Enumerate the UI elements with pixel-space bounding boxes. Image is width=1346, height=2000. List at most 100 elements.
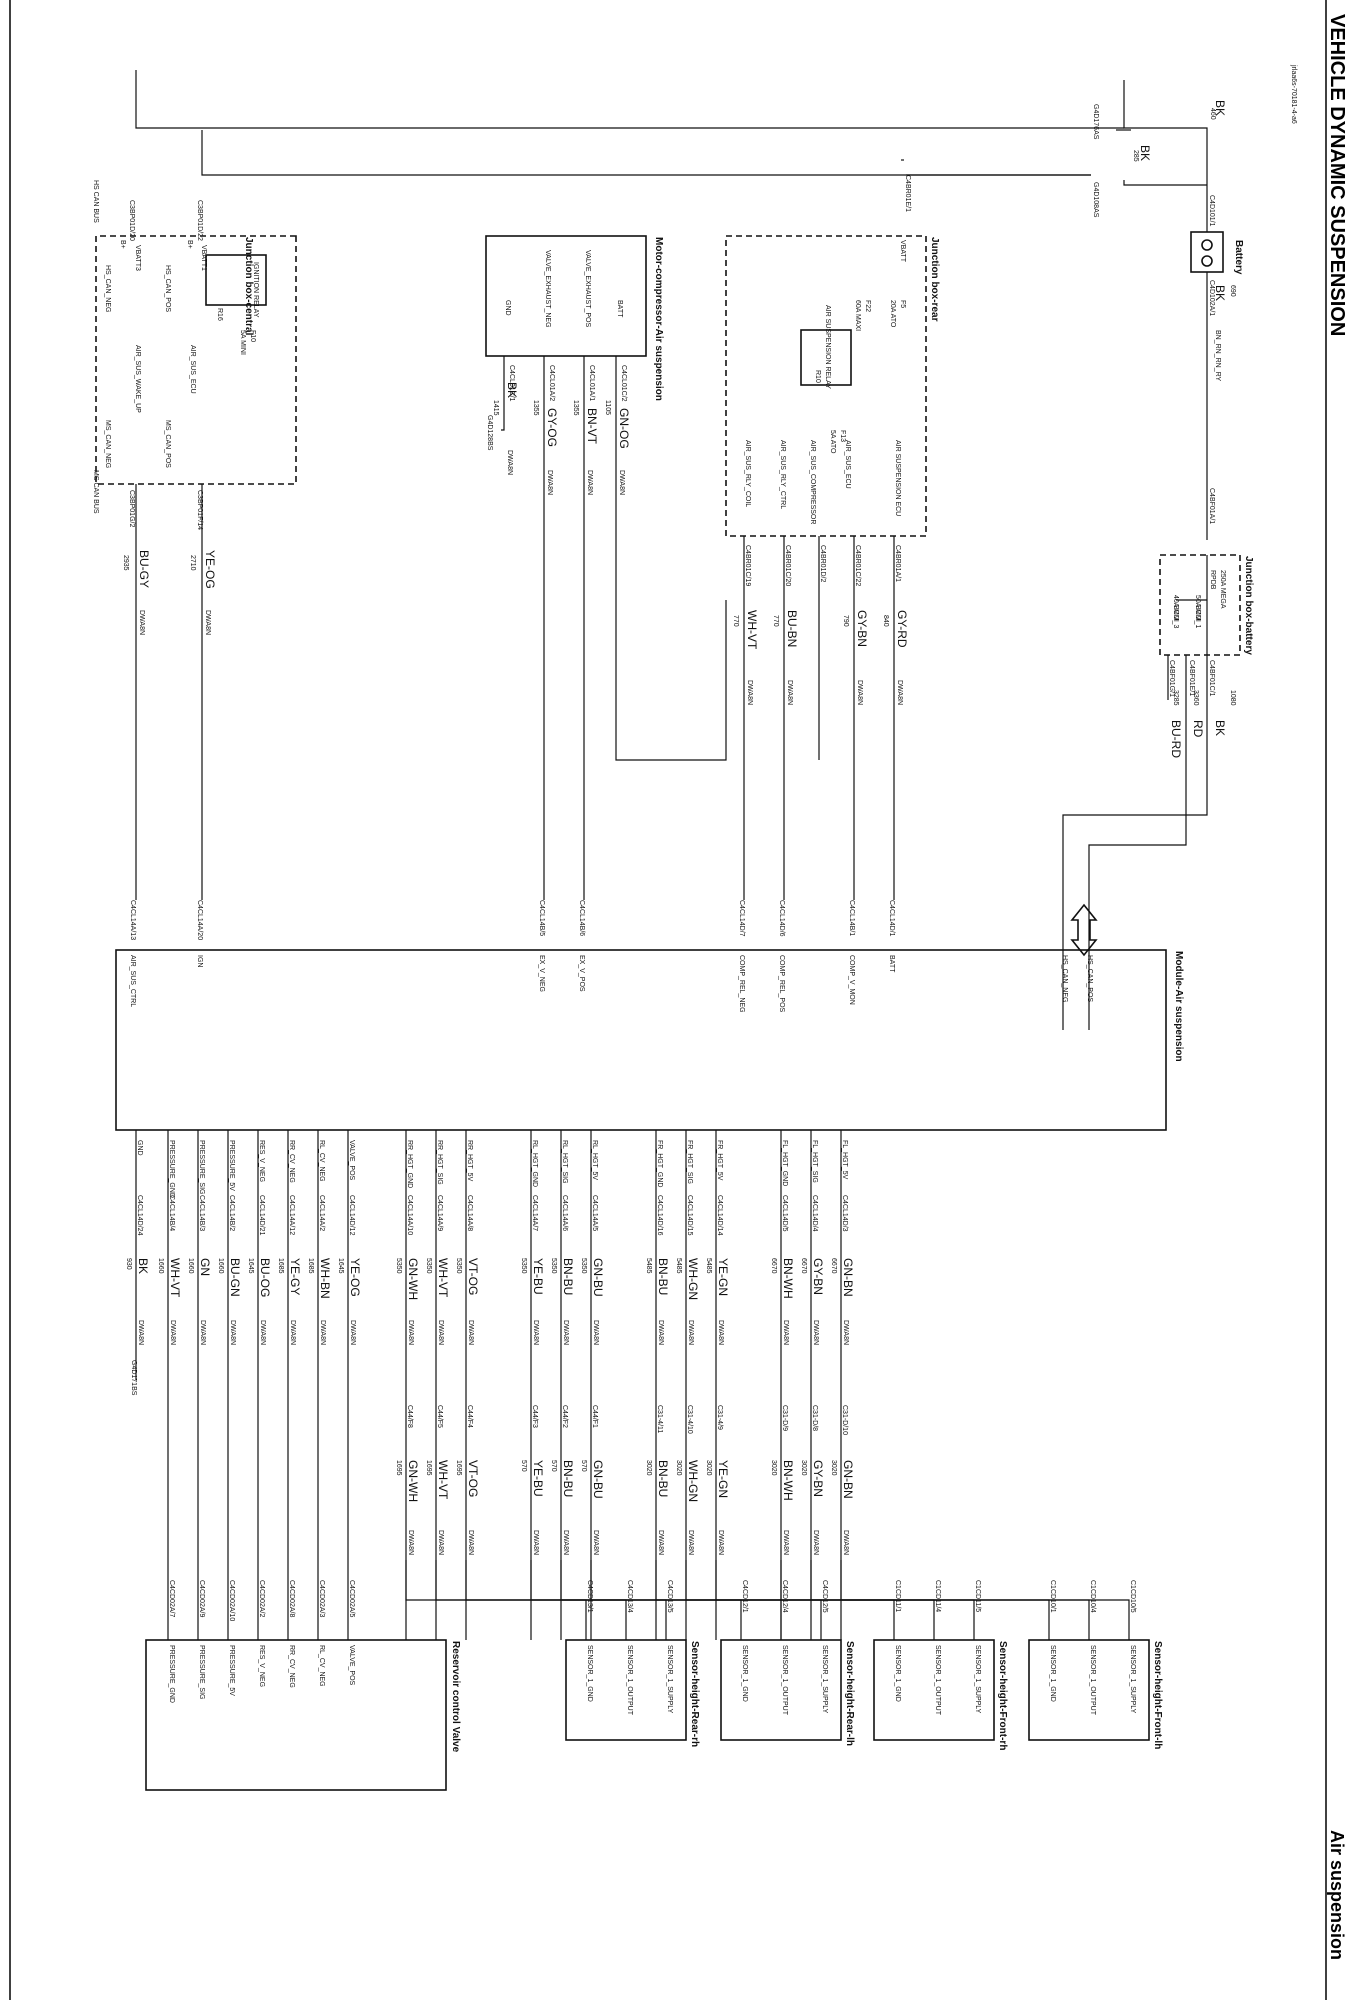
module-bottom-pin: C4CL14D/14	[716, 1195, 723, 1236]
jbb-fuse-3: 50A MDI	[1194, 595, 1201, 622]
mc-pin-2: C4CL01A/1	[588, 365, 595, 401]
reservoir-pin: C4CD02A/9	[198, 1580, 205, 1617]
battery-pin-1: C4D101/1	[1208, 195, 1215, 227]
module-bottom-pin: C4CL14D/3	[841, 1195, 848, 1232]
module-sig-7: COMP_V_MON	[848, 955, 855, 1005]
sensor-rl-box	[720, 1639, 842, 1741]
reservoir-sig: PRESSURE_SIG	[198, 1645, 205, 1699]
module-bottom-pin: C4CL14D/21	[258, 1195, 265, 1236]
module-pin-6: C4CL14D/6	[778, 900, 785, 937]
module-bottom-sig: RR_HGT_GND	[406, 1140, 413, 1188]
module-bottom-sig: FL_HGT_SIG	[811, 1140, 818, 1183]
mc-wire-gnd	[501, 356, 505, 431]
bottom-wire-color: BN-BU	[561, 1258, 575, 1295]
inline-connector: C44/F1	[591, 1405, 598, 1428]
module-bottom-pin: C4CL14D/5	[781, 1195, 788, 1232]
sensor-harness: DWA8N	[437, 1530, 444, 1555]
jbr-out-5: C4BR01C/19	[744, 545, 751, 586]
module-sig-2: IGN	[196, 955, 203, 967]
jbc-bplus-1: B+	[119, 240, 126, 249]
bottom-wire-num: 5350	[520, 1258, 527, 1274]
sensor-harness: DWA8N	[407, 1530, 414, 1555]
bottom-wire-num: 5350	[455, 1258, 462, 1274]
jbc-label: Junction box-central	[243, 237, 254, 336]
sensor-wire-num: 1695	[395, 1460, 402, 1476]
junction-box-central: Junction box-central C3BP01D/20 C3BP01D/…	[92, 180, 297, 900]
jbr-sig-5: AIR_SUS_RLY_COIL	[744, 440, 751, 507]
jbr-label: Junction box-rear	[929, 237, 940, 322]
jbr-sig-3: AIR_SUS_COMPRESSOR	[809, 440, 816, 524]
sensor-sig: SENSOR_1_GND	[586, 1645, 593, 1702]
module-pin-7: C4CL14B/1	[848, 900, 855, 936]
jbr-wire-num-1: 840	[882, 615, 889, 627]
jbc-ms-can-neg: MS_CAN_NEG	[104, 420, 111, 468]
mc-sig-1: BATT	[616, 300, 623, 318]
jbr-fuse-2: 20A ATO	[889, 300, 896, 328]
jbc-vbatt1: VBATT1	[200, 245, 207, 271]
bottom-wire-harness: DWA8N	[592, 1320, 599, 1345]
bottom-wire-harness: DWA8N	[137, 1320, 144, 1345]
battery-terminal-pos	[1201, 239, 1213, 251]
bottom-wire-harness: DWA8N	[289, 1320, 296, 1345]
jbc-pin-1: C3BP01D/20	[128, 200, 135, 241]
bottom-wire-harness: DWA8N	[437, 1320, 444, 1345]
jbb-pin-c1: C4BF01C/1	[1208, 660, 1215, 697]
bottom-wire-harness: DWA8N	[657, 1320, 664, 1345]
bottom-wire-color: BU-OG	[258, 1258, 272, 1297]
bottom-wire-harness: DWA8N	[169, 1320, 176, 1345]
jbb-fuse-4: BCM_1	[1194, 605, 1201, 628]
jbr-sig-1: AIR SUSPENSION ECU	[894, 440, 901, 516]
jbb-box	[1159, 554, 1241, 656]
module-sig-5: COMP_REL_NEG	[738, 955, 745, 1013]
junction-box-battery: Junction box-battery 250A MEGA RPDB 50A …	[1062, 554, 1254, 1030]
jbc-wire-color-1: YE-OG	[203, 550, 217, 589]
jbc-vbatt3: VBATT3	[134, 245, 141, 271]
module-sig-1: AIR_SUS_CTRL	[129, 955, 136, 1007]
sensor-wire-num: 3020	[645, 1460, 652, 1476]
reservoir-pin: C4CD02A/3	[318, 1580, 325, 1617]
mc-harness-4: DWA8N	[506, 450, 513, 475]
sensor-sig: SENSOR_1_SUPPLY	[1129, 1645, 1136, 1714]
reservoir-sig: RL_CV_NEG	[318, 1645, 325, 1687]
sensor-sig: SENSOR_1_OUTPUT	[781, 1645, 788, 1716]
jbc-fuse-2: 5A MINI	[239, 330, 246, 355]
module-sig-8: BATT	[888, 955, 895, 973]
section-title: Air suspension	[1327, 1830, 1346, 1960]
sensor-pin: C4CD13/5	[666, 1580, 673, 1613]
jbc-pin-out-2: C3BP01G/2	[128, 490, 135, 527]
sensor-wire-color: VT-OG	[466, 1460, 480, 1497]
bottom-wire-color: BN-BU	[656, 1258, 670, 1295]
module-sig-4: EX_V_POS	[578, 955, 585, 992]
sensor-pin: C4CD12/1	[741, 1580, 748, 1613]
sensor-fr-label: Sensor-height-Front-rh	[997, 1641, 1008, 1750]
bottom-wire-harness: DWA8N	[562, 1320, 569, 1345]
sensor-fl-box	[1028, 1639, 1150, 1741]
module-bottom-sig: RL_HGT_SIG	[561, 1140, 568, 1184]
sensor-pin: C4CD13/1	[586, 1580, 593, 1613]
jbc-pin-2: C3BP01D/22	[196, 200, 203, 241]
sensor-wire-num: 1695	[425, 1460, 432, 1476]
jbr-out-1: C4BR01A/1	[894, 545, 901, 582]
bottom-wire-color: BK	[136, 1258, 150, 1274]
bottom-wire-color: WH-VT	[436, 1258, 450, 1298]
reservoir-sig: RES_V_NEG	[258, 1645, 265, 1687]
sensor-sig: SENSOR_1_SUPPLY	[974, 1645, 981, 1714]
bottom-wire-color: WH-GN	[686, 1258, 700, 1300]
bottom-wire-color: YE-GN	[716, 1258, 730, 1296]
mc-harness-2: DWA8N	[586, 470, 593, 495]
module-bottom-sig: GND	[136, 1140, 143, 1156]
sensor-pin: C4CD12/4	[781, 1580, 788, 1613]
module-bottom-pin: C4CL14A/2	[318, 1195, 325, 1231]
sensor-wire-num: 3020	[675, 1460, 682, 1476]
bottom-wire-harness: DWA8N	[199, 1320, 206, 1345]
module-bottom-sig: FL_HGT_5V	[841, 1140, 848, 1180]
module-bottom-sig: RES_V_NEG	[258, 1140, 265, 1182]
sensor-harness: DWA8N	[467, 1530, 474, 1555]
bottom-wire-harness: DWA8N	[229, 1320, 236, 1345]
jbr-wire-num-3: 770	[772, 615, 779, 627]
sensor-front-lh: Sensor-height-Front-lh	[1028, 1639, 1163, 1749]
module-pin-2: C4CL14A/20	[196, 900, 203, 940]
jbr-out-4: C4BR01C/20	[784, 545, 791, 586]
ground-g4d108as: G4D108AS	[1092, 182, 1099, 218]
